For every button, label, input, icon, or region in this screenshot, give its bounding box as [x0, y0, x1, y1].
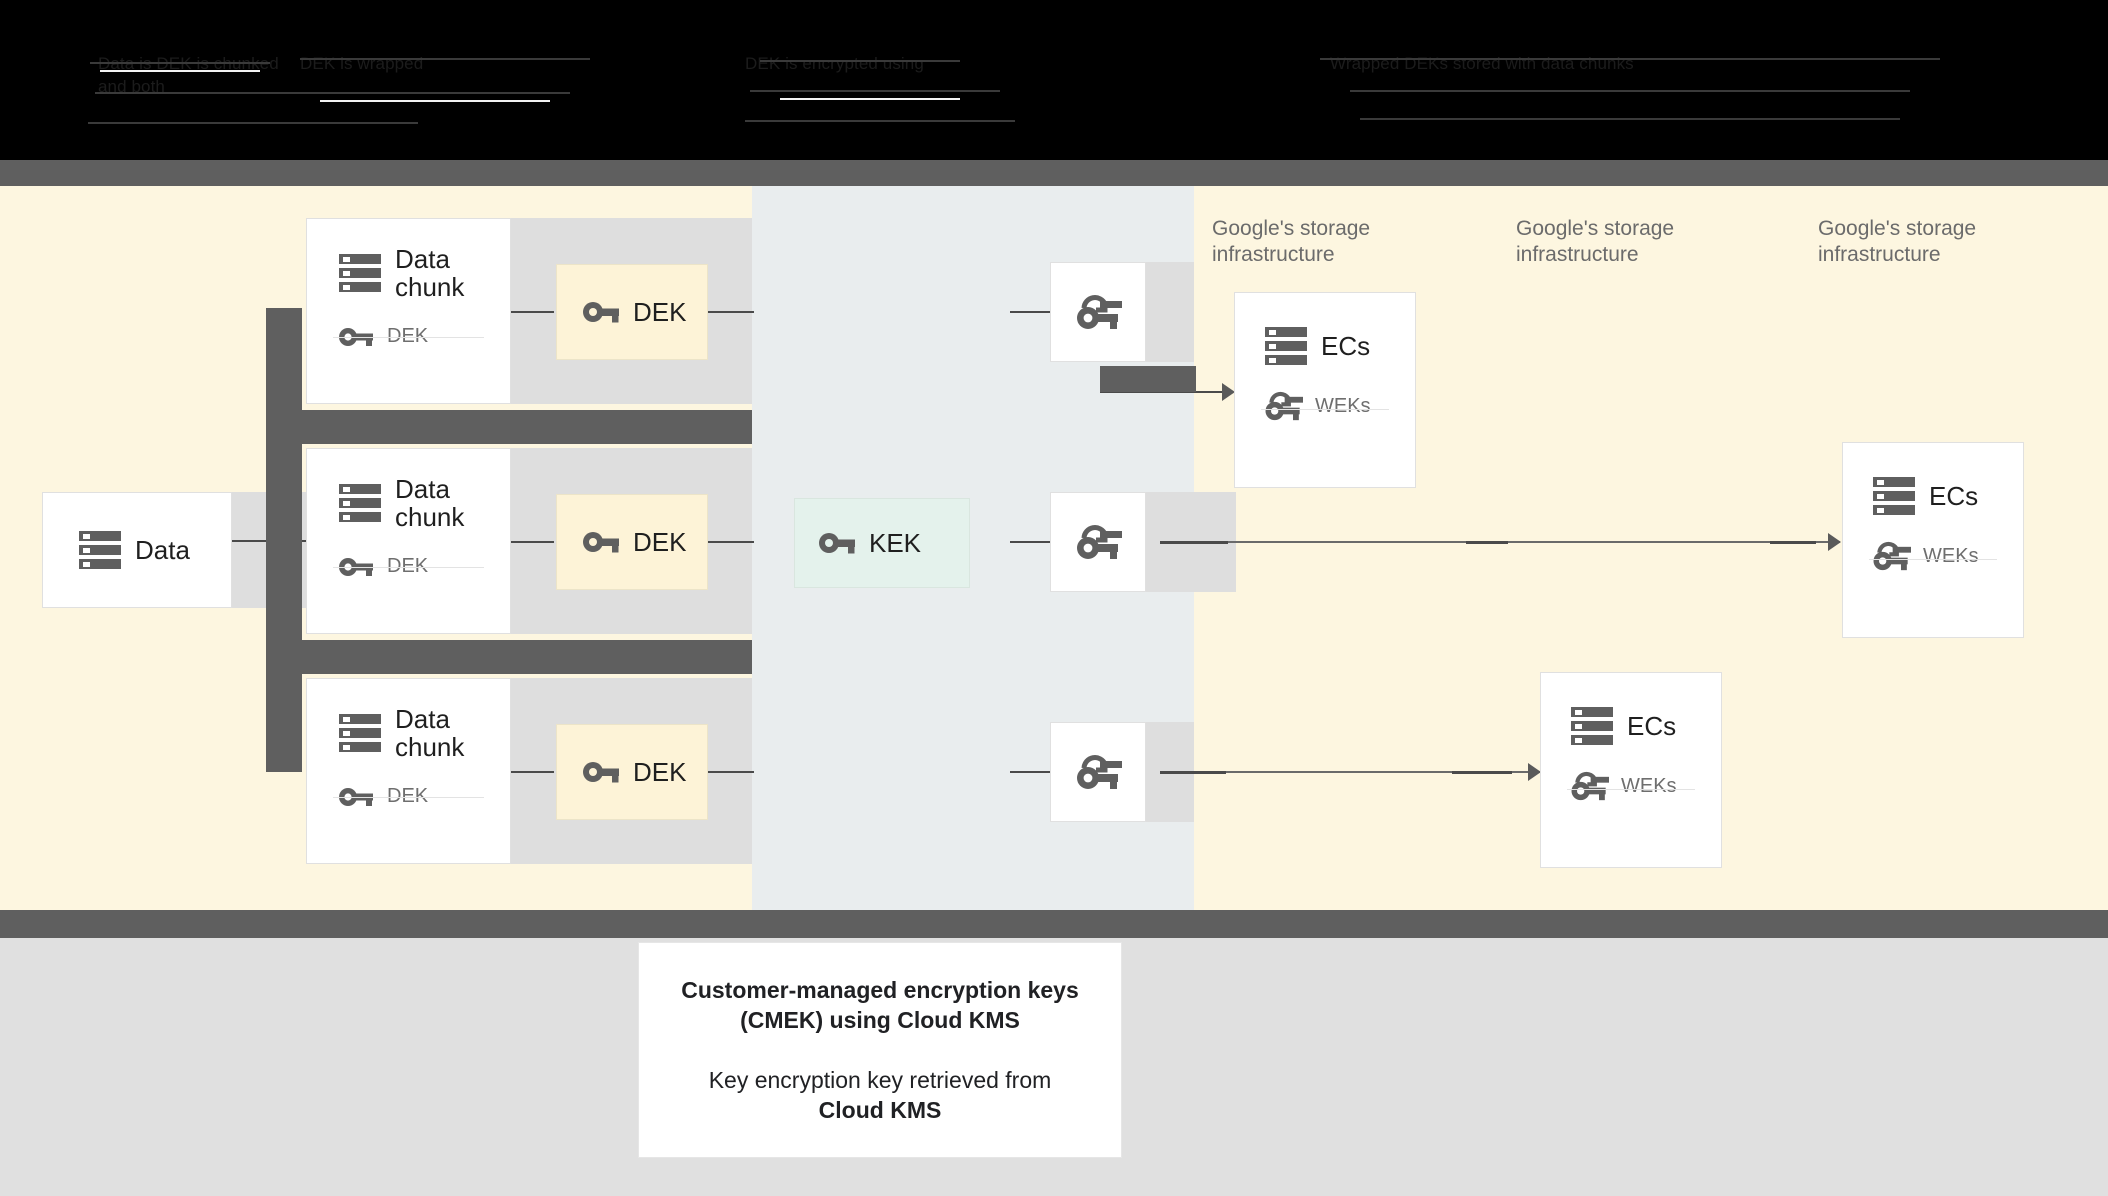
server-icon — [339, 484, 381, 522]
caption-line-3: Key encryption key retrieved from — [708, 1067, 1052, 1093]
arrow-wek2-to-ecs2-head — [1828, 533, 1841, 551]
server-icon — [339, 714, 381, 752]
caption-line-2: (CMEK) using Cloud KMS — [740, 1007, 1020, 1033]
node-dek-label: DEK — [633, 297, 687, 327]
server-icon — [1265, 327, 1307, 365]
node-dek-label: DEK — [633, 757, 687, 787]
node-dek-1[interactable]: DEK — [556, 264, 708, 360]
arrow-wek3-to-ecs3-head — [1528, 763, 1541, 781]
node-wrapped-key-2[interactable] — [1050, 492, 1146, 592]
node-chunk-dek-label: DEK — [387, 325, 429, 347]
node-ecs-label: ECs — [1929, 481, 1979, 511]
node-chunk-dek-label: DEK — [387, 785, 429, 807]
node-ecs-3[interactable]: ECs WEKs — [1540, 672, 1722, 868]
node-chunk-label: Data chunk — [395, 244, 465, 302]
node-data-chunk-3[interactable]: Data chunk DEK — [306, 678, 511, 864]
arrow-wek3-seg-a — [1160, 771, 1226, 774]
label-storage-infrastructure-2: Google's storage infrastructure — [1516, 217, 1675, 266]
node-ecs-weks-label: WEKs — [1621, 774, 1677, 797]
connector-chunk1-dek1 — [510, 311, 554, 313]
connector-dek3-right — [708, 771, 754, 773]
connector-to-wek1 — [1010, 311, 1050, 313]
node-chunk-label: Data chunk — [395, 474, 465, 532]
caption-card: Customer-managed encryption keys (CMEK) … — [638, 942, 1122, 1158]
wrapped-key-icon — [1074, 754, 1122, 790]
key-icon — [339, 787, 373, 807]
wrapped-key-icon — [1871, 541, 1911, 571]
node-ecs-label: ECs — [1321, 331, 1371, 361]
occlusion-arm-2 — [266, 640, 752, 674]
node-ecs-label: ECs — [1627, 711, 1677, 741]
connector-chunk2-dek2 — [510, 541, 554, 543]
node-data[interactable]: Data — [42, 492, 232, 608]
node-data-label: Data — [135, 535, 190, 565]
arrow-wek1-to-ecs1-head — [1222, 383, 1235, 401]
wrapped-key-icon — [1263, 391, 1303, 421]
node-ecs-weks-label: WEKs — [1315, 394, 1371, 417]
arrow-wek3-seg-b — [1452, 771, 1512, 774]
header-occlusion-band — [0, 0, 2108, 160]
occlusion-vertical-bar — [266, 308, 302, 772]
occlusion-arm-1 — [266, 410, 752, 444]
top-divider-bar — [0, 160, 2108, 186]
key-icon — [339, 557, 373, 577]
wrapped-key-icon — [1569, 771, 1609, 801]
connector-to-wek3 — [1010, 771, 1050, 773]
node-kek-label: KEK — [869, 528, 922, 558]
node-dek-label: DEK — [633, 527, 687, 557]
header-text-col4: Wrapped DEKs stored with data chunks — [1330, 54, 1634, 73]
caption-line-1: Customer-managed encryption keys — [681, 977, 1079, 1003]
node-ecs-1[interactable]: ECs WEKs — [1234, 292, 1416, 488]
label-storage-infrastructure-3: Google's storage infrastructure — [1818, 217, 1977, 266]
node-wrapped-key-1[interactable] — [1050, 262, 1146, 362]
connector-dek2-right — [708, 541, 754, 543]
server-icon — [79, 531, 121, 569]
node-chunk-dek-label: DEK — [387, 555, 429, 577]
wrapped-key-icon — [1074, 524, 1122, 560]
node-kek[interactable]: KEK — [794, 498, 970, 588]
connector-dek1-right — [708, 311, 754, 313]
server-icon — [1873, 477, 1915, 515]
occlusion-arrow-block — [1100, 366, 1196, 392]
arrow-wek2-seg-b — [1466, 541, 1508, 544]
server-icon — [1571, 707, 1613, 745]
node-ecs-2[interactable]: ECs WEKs — [1842, 442, 2024, 638]
node-wrapped-key-3[interactable] — [1050, 722, 1146, 822]
arrow-wek2-seg-c — [1770, 541, 1816, 544]
key-icon — [583, 531, 619, 553]
label-storage-infrastructure-1: Google's storage infrastructure — [1212, 217, 1371, 266]
bottom-divider-bar — [0, 910, 2108, 938]
key-icon — [583, 761, 619, 783]
header-text-col3: DEK is encrypted using — [745, 54, 924, 73]
wrapped-key-icon — [1074, 294, 1122, 330]
key-icon — [583, 301, 619, 323]
connector-chunk3-dek3 — [510, 771, 554, 773]
server-icon — [339, 254, 381, 292]
key-icon — [819, 532, 855, 554]
arrow-wek3-to-ecs3-line — [1160, 771, 1540, 773]
arrow-wek2-seg-a — [1160, 541, 1228, 544]
node-data-chunk-1[interactable]: Data chunk DEK — [306, 218, 511, 404]
node-dek-2[interactable]: DEK — [556, 494, 708, 590]
caption-line-4: Cloud KMS — [818, 1097, 942, 1123]
header-text-col2: DEK is wrapped — [300, 54, 424, 73]
node-chunk-label: Data chunk — [395, 704, 465, 762]
connector-kek-to-wek2 — [1010, 541, 1050, 543]
key-icon — [339, 327, 373, 347]
arrow-wek1-to-ecs1-line — [1100, 391, 1230, 393]
node-ecs-weks-label: WEKs — [1923, 544, 1979, 567]
node-data-chunk-2[interactable]: Data chunk DEK — [306, 448, 511, 634]
node-dek-3[interactable]: DEK — [556, 724, 708, 820]
